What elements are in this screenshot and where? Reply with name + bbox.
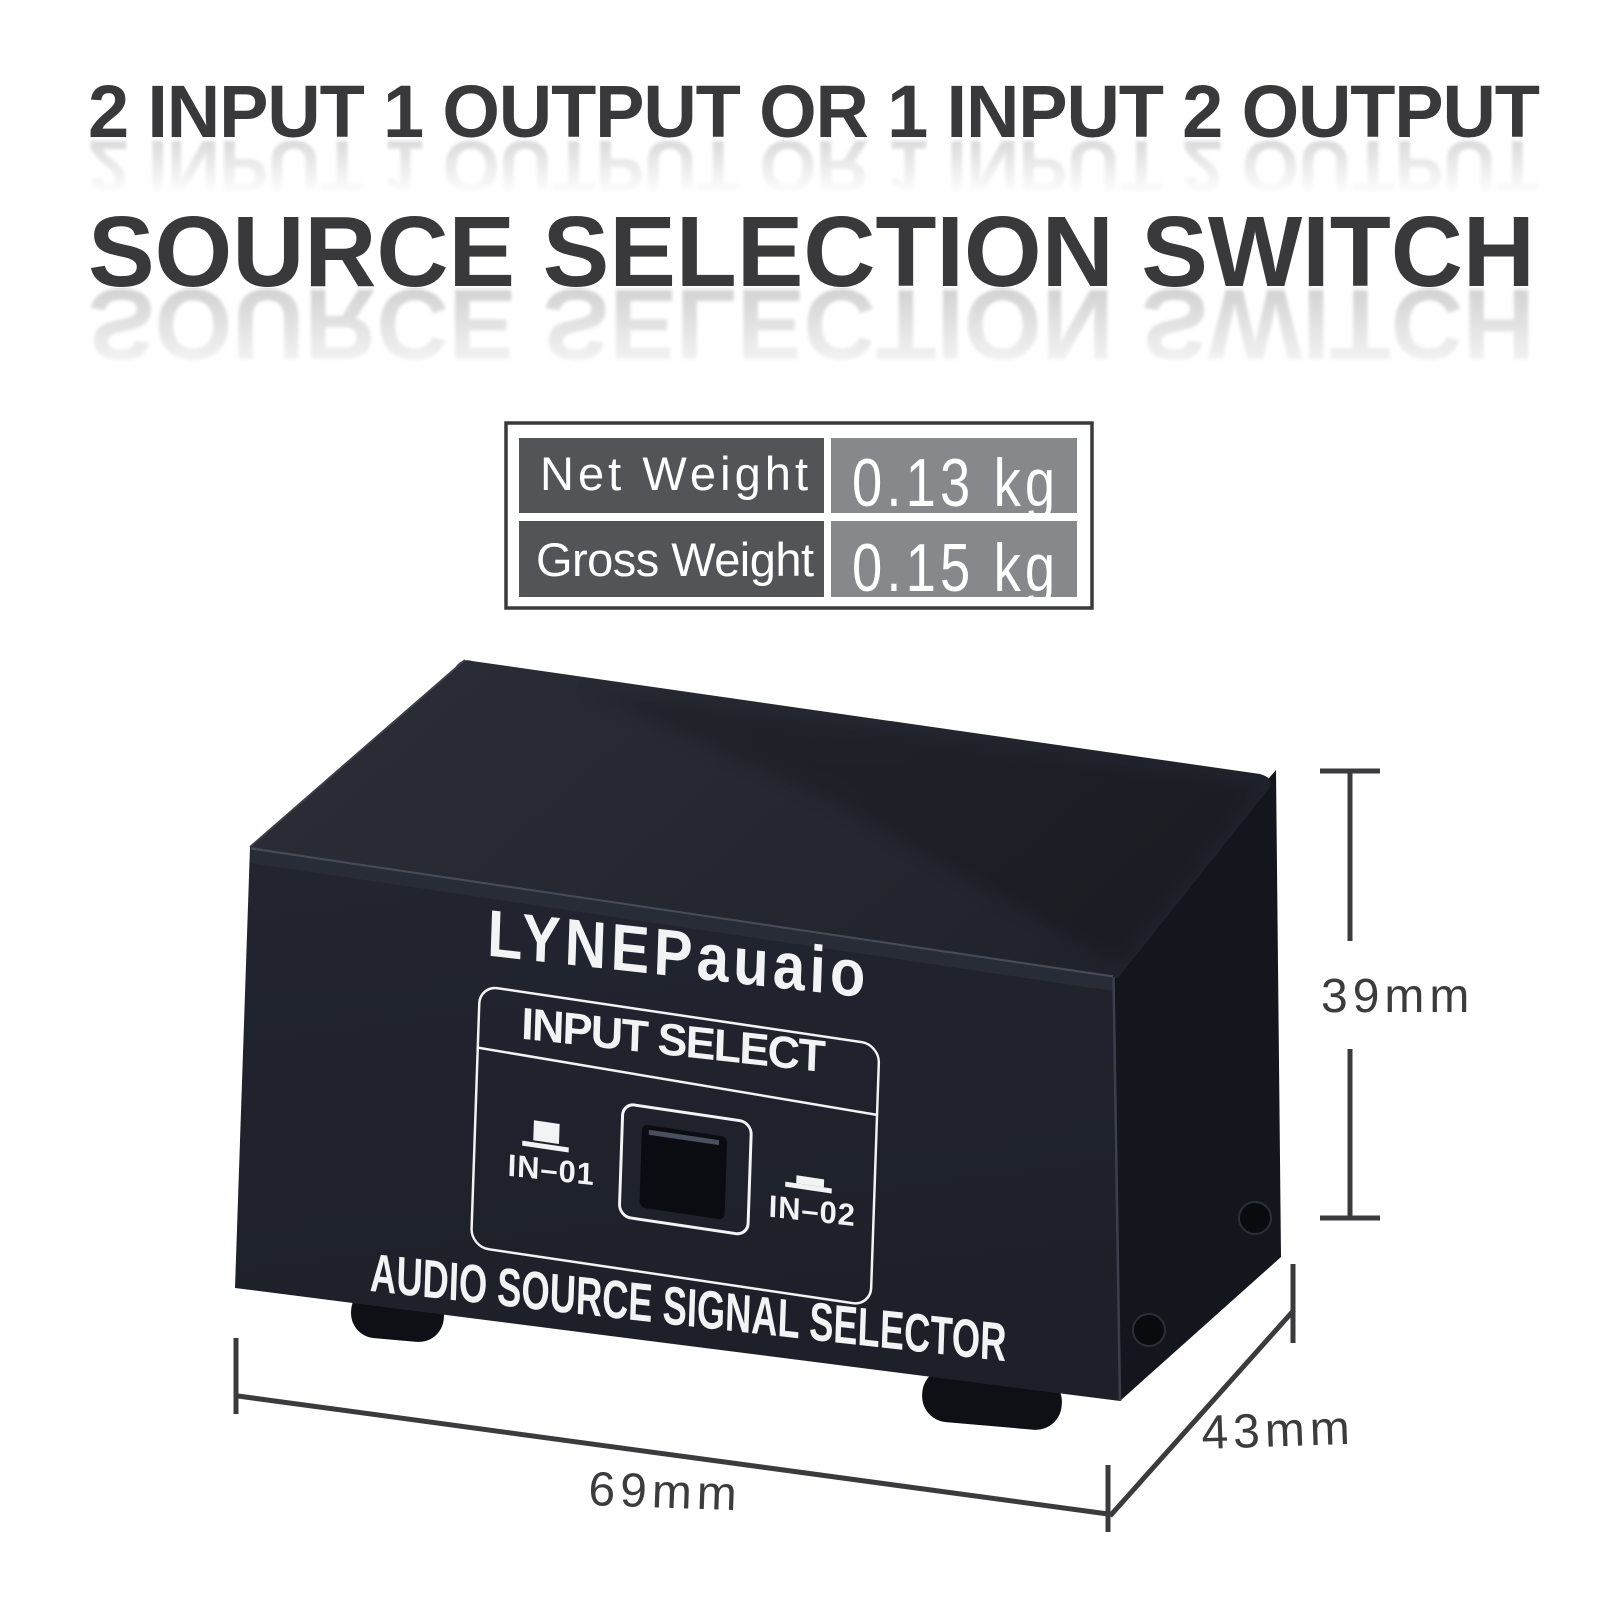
svg-text:Net Weight: Net Weight (540, 447, 808, 500)
svg-text:39mm: 39mm (1321, 970, 1474, 1023)
svg-text:Gross Weight: Gross Weight (536, 533, 814, 586)
svg-text:69mm: 69mm (588, 1463, 743, 1521)
svg-text:43mm: 43mm (1201, 1402, 1356, 1460)
